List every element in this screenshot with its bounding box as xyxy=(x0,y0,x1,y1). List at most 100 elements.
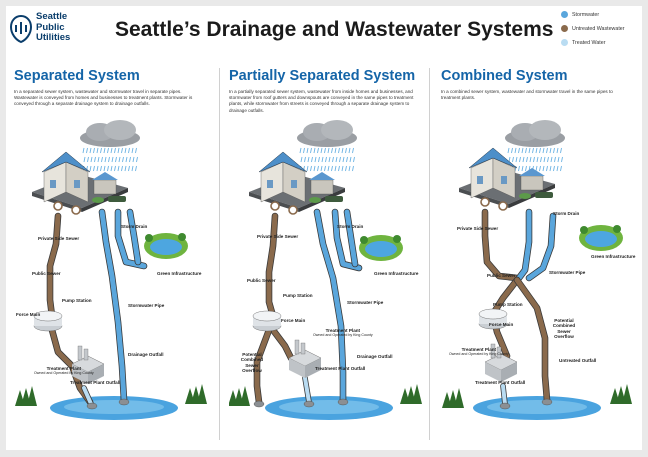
rain-drop xyxy=(306,147,309,154)
rain-drop xyxy=(526,156,528,163)
rain-drop xyxy=(96,165,99,172)
car-icon xyxy=(325,196,343,202)
panel-description: In a combined sewer system, wastewater a… xyxy=(441,89,613,101)
green-infrastructure-pond xyxy=(585,231,617,247)
street-block-edge xyxy=(82,188,128,212)
rain-drop xyxy=(338,147,340,154)
rain-drop xyxy=(97,156,100,163)
label-treatment-plant-outfall: Treatment Plant Outfall xyxy=(315,366,366,371)
rain-drop xyxy=(512,156,514,163)
rain-drop xyxy=(514,147,517,154)
treatment-plant-wall xyxy=(485,362,501,382)
rain-drop xyxy=(546,165,548,172)
outfall-icon xyxy=(303,400,315,408)
rain-drop xyxy=(320,165,323,172)
rain-drop xyxy=(100,147,102,154)
tree-icon xyxy=(393,235,401,243)
pump-station-top xyxy=(252,310,282,322)
label-public-sewer: Public Sewer xyxy=(32,271,61,276)
rain-drop xyxy=(542,165,545,172)
rain-drop xyxy=(332,156,334,163)
rain-drop xyxy=(104,156,107,163)
garage-roof xyxy=(519,168,545,176)
panel-combined-system: Combined System In a combined sewer syst… xyxy=(441,66,639,441)
treatment-plant-wall xyxy=(305,358,321,378)
label-storm-drain: Storm Drain xyxy=(553,211,580,216)
street-block-edge xyxy=(509,184,555,208)
garage xyxy=(520,175,544,191)
rain-drop xyxy=(331,165,333,172)
rain-drop xyxy=(561,156,563,163)
stormwater-pipe xyxy=(99,209,127,403)
treatment-plant-wall xyxy=(501,362,517,382)
legend-swatch xyxy=(561,11,568,18)
rain-drop xyxy=(90,156,93,163)
legend-swatch xyxy=(561,25,568,32)
rain-drop xyxy=(334,165,337,172)
combined-sewer-pipe xyxy=(266,213,278,319)
storm-drain-pipe xyxy=(332,209,362,271)
rain-drop xyxy=(110,147,113,154)
rain-drop xyxy=(101,156,103,163)
rain-drop xyxy=(310,147,312,154)
house-window xyxy=(291,180,297,188)
rain-drop xyxy=(529,156,532,163)
label-private-side-sewer: Private Side Sewer xyxy=(257,234,299,239)
rain-drop xyxy=(94,156,96,163)
rain-drop xyxy=(103,147,106,154)
rain-drop xyxy=(110,165,113,172)
rain-drop xyxy=(341,147,344,154)
label-stormwater-pipe: Stormwater Pipe xyxy=(347,300,384,305)
garage xyxy=(93,179,117,195)
rain-drop xyxy=(87,156,89,163)
panel-separated-system: Separated System In a separated sewer sy… xyxy=(14,66,212,441)
garage-roof xyxy=(309,172,335,180)
rain-drop xyxy=(556,165,559,172)
rain-drop xyxy=(135,165,137,172)
storm-cloud-icon xyxy=(529,120,561,140)
rain-drop xyxy=(348,147,351,154)
rain-drop xyxy=(111,156,114,163)
rain-drop xyxy=(553,165,555,172)
label-stormwater-pipe: Stormwater Pipe xyxy=(128,303,165,308)
rain-drop xyxy=(549,147,552,154)
street-block-edge xyxy=(299,188,345,212)
rain-drop xyxy=(83,156,86,163)
label-force-main: Force Main xyxy=(489,322,514,327)
rain-drop xyxy=(320,147,323,154)
stormwater-branch-pipe xyxy=(127,209,141,265)
rain-drop xyxy=(86,147,88,154)
treatment-plant-subtext: Owned and Operated by King County xyxy=(449,352,509,357)
tree-icon xyxy=(145,234,153,242)
treated-water-pipe xyxy=(303,376,311,404)
rain-drop xyxy=(103,165,106,172)
rain-drop xyxy=(131,165,134,172)
stormwater-pipe xyxy=(314,209,346,403)
rain-drop xyxy=(117,147,120,154)
tree-icon xyxy=(178,233,186,241)
rain-drop xyxy=(89,147,92,154)
sink-icon xyxy=(498,201,508,211)
panel-title: Combined System xyxy=(441,68,568,84)
force-main-pipe xyxy=(270,327,294,361)
rain-drop xyxy=(532,147,534,154)
rain-drop xyxy=(550,156,553,163)
rain-drop xyxy=(325,156,327,163)
garage xyxy=(310,179,334,195)
label-green-infrastructure: Green Infrastructure xyxy=(374,271,419,276)
rain-drop xyxy=(114,147,116,154)
rain-drop xyxy=(349,156,352,163)
wastewater-pipe xyxy=(47,213,61,319)
legend: Stormwater Untreated Wastewater Treated … xyxy=(561,10,641,52)
rain-drop xyxy=(334,147,337,154)
pump-station-top xyxy=(33,310,63,322)
rain-drop xyxy=(124,147,127,154)
rain-drop xyxy=(542,147,545,154)
rain-drop xyxy=(129,156,131,163)
outfall-icon xyxy=(118,398,130,406)
label-pump-station: Pump Station xyxy=(62,298,92,303)
rain-drop xyxy=(554,156,556,163)
legend-swatch xyxy=(561,39,568,46)
